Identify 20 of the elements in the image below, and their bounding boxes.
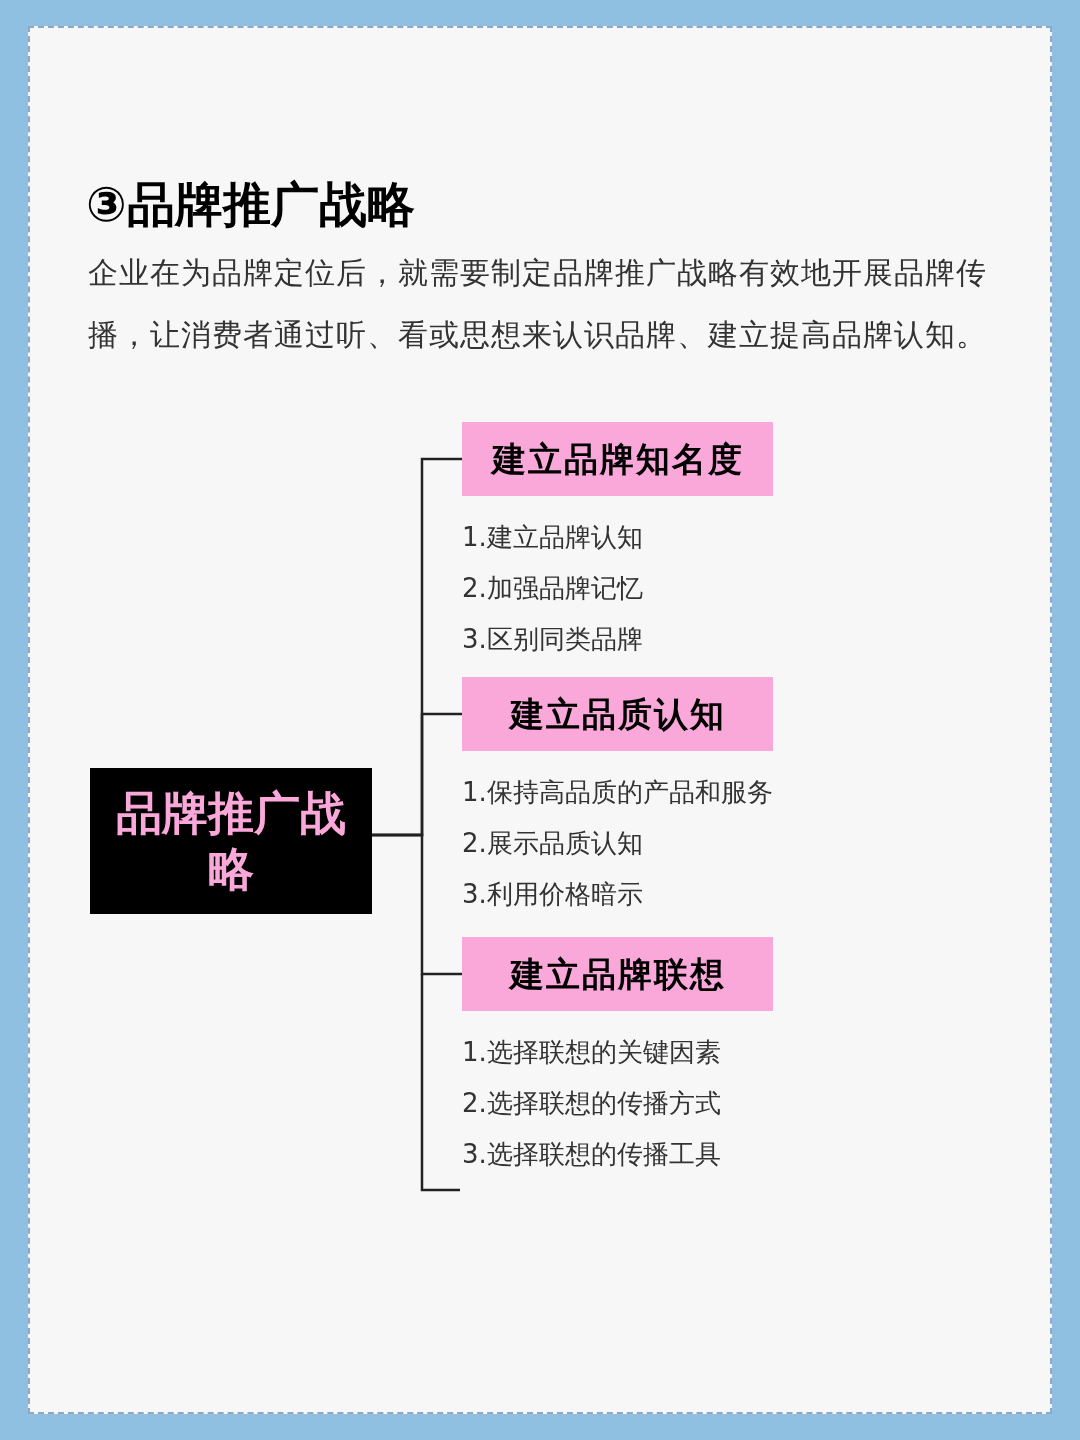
branch-title: 建立品牌联想 xyxy=(509,952,726,996)
list-item: 3.选择联想的传播工具 xyxy=(462,1138,721,1171)
branch-title: 建立品质认知 xyxy=(509,692,726,736)
branch-title: 建立品牌知名度 xyxy=(491,437,744,481)
list-item: 1.建立品牌认知 xyxy=(462,521,643,554)
intro-paragraph: 企业在为品牌定位后，就需要制定品牌推广战略有效地开展品牌传播，让消费者通过听、看或思想来认识品牌、建立提高品牌认知。 xyxy=(88,254,988,354)
connector-line xyxy=(372,833,462,976)
list-item: 3.区别同类品牌 xyxy=(462,623,643,656)
root-title: 品牌推广战略 xyxy=(115,785,347,897)
list-item: 3.利用价格暗示 xyxy=(462,878,644,911)
root-box xyxy=(90,768,372,914)
branch-box xyxy=(462,422,773,496)
branch-box xyxy=(462,677,773,751)
list-item: 1.保持高品质的产品和服务 xyxy=(462,776,773,809)
list-item: 2.展示品质认知 xyxy=(462,827,644,860)
branch-box xyxy=(462,937,773,1011)
list-item: 1.选择联想的关键因素 xyxy=(462,1036,721,1069)
heading: ③品牌推广战略 xyxy=(86,175,415,234)
list-item: 2.选择联想的传播方式 xyxy=(462,1087,721,1120)
list-item: 2.加强品牌记忆 xyxy=(462,572,643,605)
